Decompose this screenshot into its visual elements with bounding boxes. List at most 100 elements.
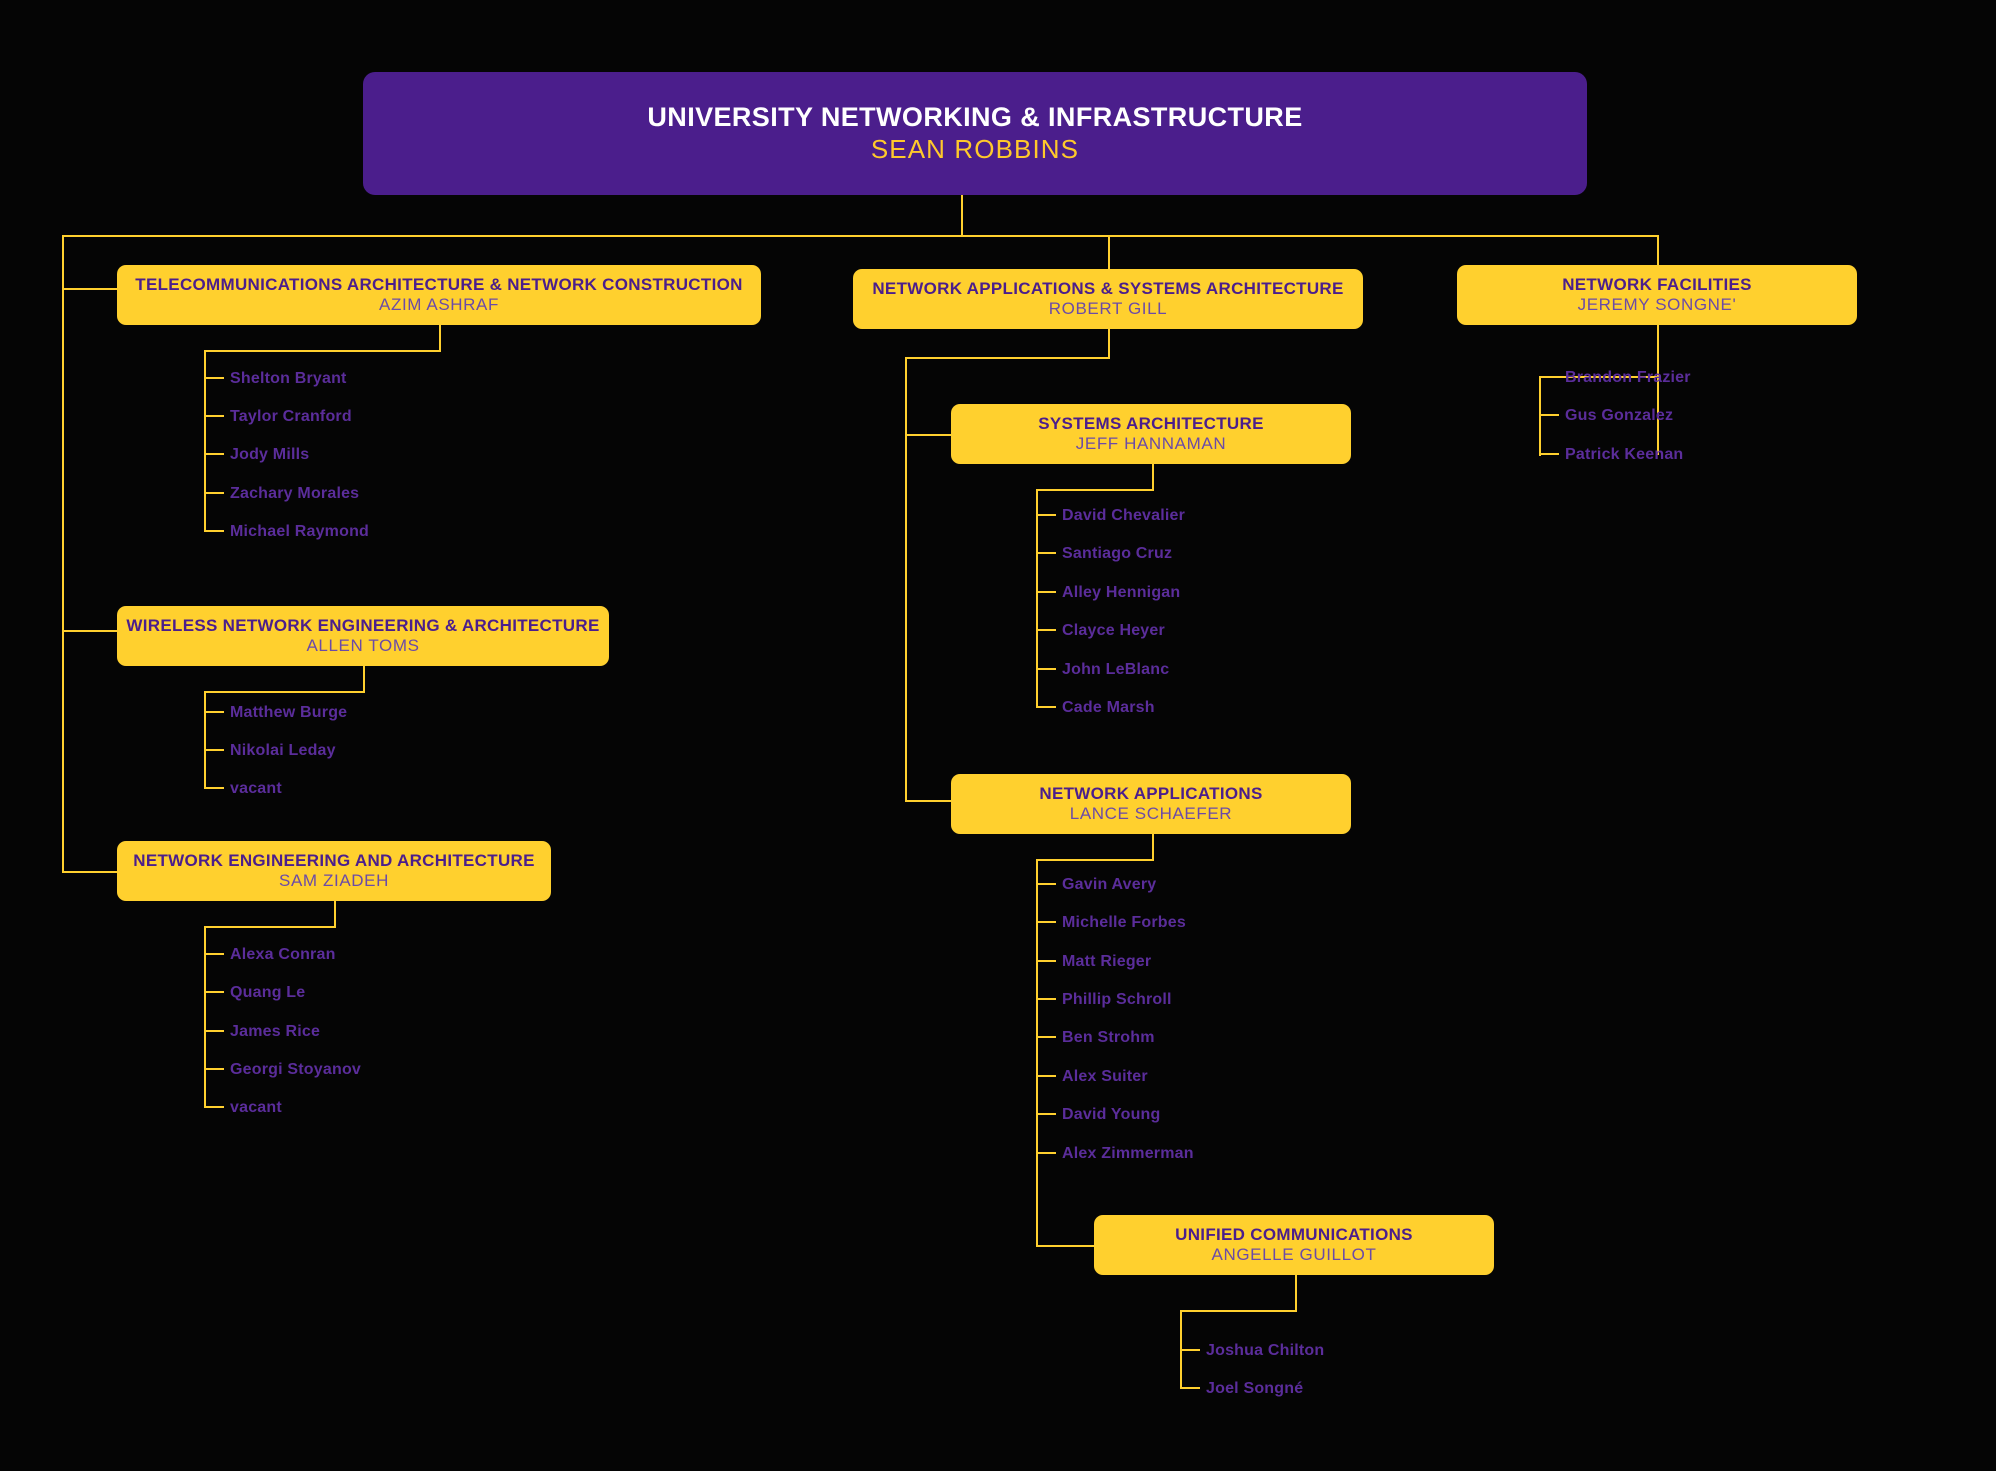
- connector-unifiedcomms-elbow: [1180, 1310, 1297, 1312]
- node-title: UNIFIED COMMUNICATIONS: [1175, 1224, 1413, 1244]
- connector-sysarch-spine: [1036, 489, 1038, 708]
- leaf-staff[interactable]: Jody Mills: [230, 446, 310, 463]
- node-manager-name: LANCE SCHAEFER: [1069, 803, 1233, 823]
- connector-mid-stem: [1108, 329, 1110, 358]
- connector-netengarch-tick: [204, 991, 224, 993]
- connector-netengarch-tick: [204, 1106, 224, 1108]
- node-title: SYSTEMS ARCHITECTURE: [1038, 413, 1264, 433]
- connector-netfacilities-tick: [1539, 453, 1559, 455]
- connector-unifiedcomms-tick: [1180, 1387, 1200, 1389]
- connector-wireless-tick: [204, 749, 224, 751]
- leaf-staff[interactable]: Joel Songné: [1206, 1380, 1304, 1397]
- leaf-staff[interactable]: Quang Le: [230, 984, 306, 1001]
- node-title: NETWORK APPLICATIONS & SYSTEMS ARCHITECT…: [872, 278, 1344, 298]
- leaf-staff[interactable]: Michelle Forbes: [1062, 914, 1186, 931]
- leaf-staff[interactable]: Matthew Burge: [230, 704, 348, 721]
- leaf-staff[interactable]: Gavin Avery: [1062, 876, 1157, 893]
- connector-netfacilities-tick: [1539, 376, 1559, 378]
- node-root-university-networking-infrastructure[interactable]: UNIVERSITY NETWORKING & INFRASTRUCTURE S…: [363, 72, 1587, 195]
- connector-main-rail: [62, 235, 1659, 237]
- connector-telecom-tick: [204, 377, 224, 379]
- node-wireless-network-engineering-architecture[interactable]: WIRELESS NETWORK ENGINEERING & ARCHITECT…: [117, 606, 609, 666]
- node-network-facilities[interactable]: NETWORK FACILITIES JEREMY SONGNE': [1457, 265, 1857, 325]
- leaf-staff[interactable]: Ben Strohm: [1062, 1029, 1155, 1046]
- connector-sysarch-tick: [1036, 629, 1056, 631]
- connector-sysarch-tick: [1036, 668, 1056, 670]
- node-telecommunications-architecture-network-construction[interactable]: TELECOMMUNICATIONS ARCHITECTURE & NETWOR…: [117, 265, 761, 325]
- connector-wireless-tick: [204, 711, 224, 713]
- node-manager-name: ROBERT GILL: [1048, 298, 1168, 318]
- connector-sysarch-tick: [1036, 591, 1056, 593]
- leaf-staff[interactable]: vacant: [230, 780, 282, 797]
- connector-netengarch-tick: [204, 1068, 224, 1070]
- leaf-staff[interactable]: Georgi Stoyanov: [230, 1061, 362, 1078]
- connector-sysarch-stem: [1152, 464, 1154, 490]
- connector-branch-netengarch: [62, 871, 118, 873]
- leaf-staff[interactable]: David Young: [1062, 1106, 1161, 1123]
- node-manager-name: SAM ZIADEH: [279, 870, 389, 890]
- leaf-staff[interactable]: Clayce Heyer: [1062, 622, 1165, 639]
- connector-sysarch-elbow: [1036, 489, 1154, 491]
- leaf-staff[interactable]: Gus Gonzalez: [1565, 407, 1674, 424]
- connector-sysarch-tick: [1036, 552, 1056, 554]
- node-title: WIRELESS NETWORK ENGINEERING & ARCHITECT…: [126, 615, 600, 635]
- leaf-staff[interactable]: Michael Raymond: [230, 523, 370, 540]
- leaf-staff[interactable]: Phillip Schroll: [1062, 991, 1172, 1008]
- leaf-staff[interactable]: Nikolai Leday: [230, 742, 336, 759]
- connector-sysarch-tick: [1036, 514, 1056, 516]
- connector-unifiedcomms-stem: [1295, 1275, 1297, 1311]
- leaf-staff[interactable]: Santiago Cruz: [1062, 545, 1173, 562]
- leaf-staff[interactable]: vacant: [230, 1099, 282, 1116]
- node-title: TELECOMMUNICATIONS ARCHITECTURE & NETWOR…: [135, 274, 743, 294]
- node-title: UNIVERSITY NETWORKING & INFRASTRUCTURE: [647, 101, 1303, 132]
- connector-right-trunk: [1657, 235, 1659, 455]
- connector-netapps-tick: [1036, 1036, 1056, 1038]
- leaf-staff[interactable]: Shelton Bryant: [230, 370, 347, 387]
- connector-netengarch-tick: [204, 953, 224, 955]
- connector-netfacilities-elbow: [1539, 376, 1659, 378]
- connector-telecom-stem: [439, 325, 441, 351]
- node-network-applications[interactable]: NETWORK APPLICATIONS LANCE SCHAEFER: [951, 774, 1351, 834]
- connector-sysarch-tick: [1036, 706, 1056, 708]
- connector-netapps-tick: [1036, 921, 1056, 923]
- leaf-staff[interactable]: Cade Marsh: [1062, 699, 1155, 716]
- leaf-staff[interactable]: Alex Suiter: [1062, 1068, 1148, 1085]
- connector-branch-telecom: [62, 288, 118, 290]
- connector-netfacilities-tick: [1539, 414, 1559, 416]
- connector-left-trunk: [62, 235, 64, 872]
- connector-telecom-tick: [204, 492, 224, 494]
- connector-netengarch-elbow: [204, 926, 336, 928]
- node-network-engineering-and-architecture[interactable]: NETWORK ENGINEERING AND ARCHITECTURE SAM…: [117, 841, 551, 901]
- leaf-staff[interactable]: Alex Zimmerman: [1062, 1145, 1194, 1162]
- leaf-staff[interactable]: Joshua Chilton: [1206, 1342, 1325, 1359]
- node-network-applications-systems-architecture[interactable]: NETWORK APPLICATIONS & SYSTEMS ARCHITECT…: [853, 269, 1363, 329]
- node-title: NETWORK APPLICATIONS: [1039, 783, 1263, 803]
- leaf-staff[interactable]: Alexa Conran: [230, 946, 336, 963]
- connector-netapps-tick: [1036, 1113, 1056, 1115]
- connector-branch-unifiedcomms: [1036, 1245, 1096, 1247]
- leaf-staff[interactable]: Matt Rieger: [1062, 953, 1152, 970]
- leaf-staff[interactable]: David Chevalier: [1062, 507, 1186, 524]
- leaf-staff[interactable]: James Rice: [230, 1023, 321, 1040]
- connector-telecom-elbow: [204, 350, 441, 352]
- connector-mid-trunk: [905, 357, 907, 801]
- connector-netengarch-stem: [334, 901, 336, 927]
- node-unified-communications[interactable]: UNIFIED COMMUNICATIONS ANGELLE GUILLOT: [1094, 1215, 1494, 1275]
- leaf-staff[interactable]: Zachary Morales: [230, 485, 360, 502]
- connector-netapps-elbow: [1036, 859, 1154, 861]
- connector-netapps-tick: [1036, 1152, 1056, 1154]
- connector-root-stem: [961, 195, 963, 236]
- leaf-staff[interactable]: John LeBlanc: [1062, 661, 1170, 678]
- node-title: NETWORK FACILITIES: [1562, 274, 1752, 294]
- node-manager-name: JEREMY SONGNE': [1577, 294, 1737, 314]
- leaf-staff[interactable]: Patrick Keenan: [1565, 446, 1684, 463]
- leaf-staff[interactable]: Alley Hennigan: [1062, 584, 1181, 601]
- node-systems-architecture[interactable]: SYSTEMS ARCHITECTURE JEFF HANNAMAN: [951, 404, 1351, 464]
- leaf-staff[interactable]: Brandon Frazier: [1565, 369, 1691, 386]
- connector-netapps-stem: [1152, 834, 1154, 860]
- connector-netapps-tick: [1036, 998, 1056, 1000]
- leaf-staff[interactable]: Taylor Cranford: [230, 408, 352, 425]
- node-manager-name: JEFF HANNAMAN: [1075, 433, 1227, 453]
- node-manager-name: SEAN ROBBINS: [870, 133, 1080, 164]
- node-title: NETWORK ENGINEERING AND ARCHITECTURE: [133, 850, 535, 870]
